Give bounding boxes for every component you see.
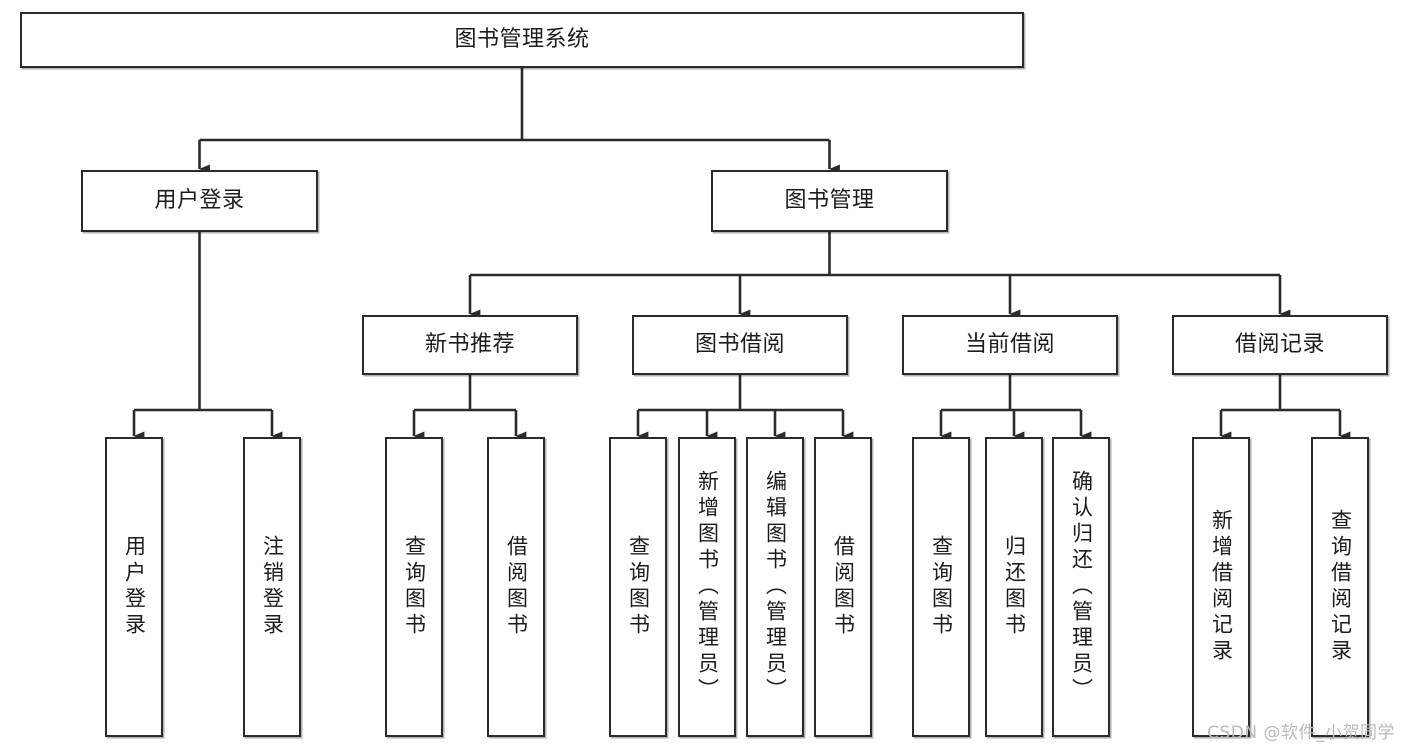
node-label-current-3: 确认归还（管理员） <box>1069 470 1094 704</box>
node-label-newbook-2: 借阅图书 <box>504 535 529 639</box>
node-borrow-3[interactable]: 编辑图书（管理员） <box>746 437 804 737</box>
node-label-records-2: 查询借阅记录 <box>1328 509 1353 665</box>
node-label-current-1: 查询图书 <box>929 535 954 639</box>
node-borrow[interactable]: 图书借阅 <box>632 315 848 375</box>
node-current[interactable]: 当前借阅 <box>902 315 1118 375</box>
node-login[interactable]: 用户登录 <box>81 170 318 232</box>
node-label-current-2: 归还图书 <box>1002 535 1027 639</box>
node-label-bookmgmt: 图书管理 <box>784 188 875 214</box>
node-newbook-1[interactable]: 查询图书 <box>385 437 443 737</box>
edge-group <box>132 68 1351 441</box>
node-label-borrow-3: 编辑图书（管理员） <box>763 470 788 704</box>
node-label-records-1: 新增借阅记录 <box>1209 509 1234 665</box>
node-label-borrow-4: 借阅图书 <box>831 535 856 639</box>
node-login-2[interactable]: 注销登录 <box>243 437 301 737</box>
node-label-login: 用户登录 <box>154 188 245 214</box>
node-label-borrow-2: 新增图书（管理员） <box>695 470 720 704</box>
node-borrow-1[interactable]: 查询图书 <box>609 437 667 737</box>
node-login-1[interactable]: 用户登录 <box>105 437 163 737</box>
node-label-current: 当前借阅 <box>964 332 1055 358</box>
node-label-login-1: 用户登录 <box>122 535 147 639</box>
node-label-records: 借阅记录 <box>1234 332 1325 358</box>
node-label-login-2: 注销登录 <box>260 535 285 639</box>
node-borrow-2[interactable]: 新增图书（管理员） <box>678 437 736 737</box>
node-current-2[interactable]: 归还图书 <box>985 437 1043 737</box>
node-label-root: 图书管理系统 <box>454 27 590 53</box>
node-label-borrow-1: 查询图书 <box>626 535 651 639</box>
node-root[interactable]: 图书管理系统 <box>20 12 1024 68</box>
node-newbook[interactable]: 新书推荐 <box>362 315 578 375</box>
node-label-newbook-1: 查询图书 <box>402 535 427 639</box>
node-records-1[interactable]: 新增借阅记录 <box>1192 437 1250 737</box>
node-records[interactable]: 借阅记录 <box>1172 315 1388 375</box>
node-current-1[interactable]: 查询图书 <box>912 437 970 737</box>
node-borrow-4[interactable]: 借阅图书 <box>814 437 872 737</box>
node-current-3[interactable]: 确认归还（管理员） <box>1052 437 1110 737</box>
node-bookmgmt[interactable]: 图书管理 <box>711 170 948 232</box>
node-label-borrow: 图书借阅 <box>694 332 785 358</box>
node-records-2[interactable]: 查询借阅记录 <box>1311 437 1369 737</box>
node-label-newbook: 新书推荐 <box>424 332 515 358</box>
node-newbook-2[interactable]: 借阅图书 <box>487 437 545 737</box>
